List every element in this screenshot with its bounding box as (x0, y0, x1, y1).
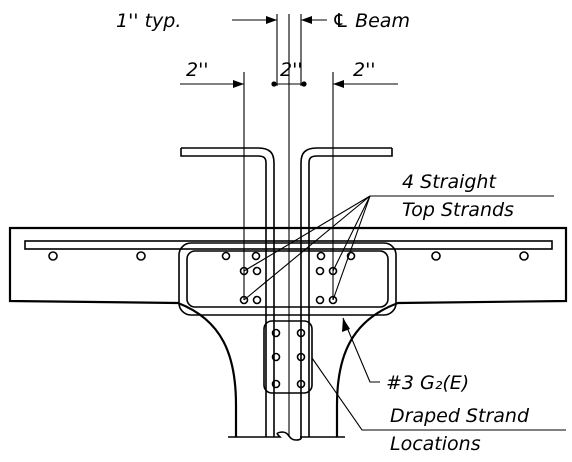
draped-strand (296, 379, 306, 389)
one-inch-typ-label: 1'' typ. (116, 10, 181, 32)
draped-strand (296, 352, 306, 362)
dim-two-inch (180, 80, 398, 88)
leader-straight-strands (243, 195, 554, 301)
straight-top-strand (239, 266, 249, 276)
leader-stirrup (342, 317, 380, 383)
strand (252, 266, 262, 276)
stirrup-label: #3 G₂(E) (386, 372, 469, 394)
leader-draped (311, 357, 566, 431)
dim-one-inch-typ (232, 14, 327, 86)
flange-strand (48, 251, 58, 261)
straight-strands-label-1: 4 Straight (402, 171, 497, 193)
draped-strand (271, 352, 281, 362)
straight-top-strand (328, 266, 338, 276)
draped-strand-box (263, 320, 313, 394)
flange-strands (48, 251, 529, 305)
strand (315, 266, 325, 276)
strand (315, 295, 325, 305)
strand (252, 295, 262, 305)
strand (221, 251, 231, 261)
break-line (228, 431, 345, 441)
cl-beam-label: ℄ Beam (332, 10, 410, 32)
draped-label-1: Draped Strand (390, 405, 530, 427)
strand (346, 251, 356, 261)
dim-right-label: 2'' (353, 59, 376, 81)
flange-strand (519, 251, 529, 261)
straight-top-strand (328, 295, 338, 305)
draped-label-2: Locations (390, 433, 481, 455)
draped-strand (271, 379, 281, 389)
draped-strand (271, 328, 281, 338)
stirrup-g2e (178, 242, 397, 316)
dim-center-label: 2'' (280, 59, 303, 81)
straight-strands-label-2: Top Strands (402, 199, 514, 221)
flange-strand (431, 251, 441, 261)
strand (251, 251, 261, 261)
strand (316, 251, 326, 261)
dim-left-label: 2'' (186, 59, 209, 81)
flange-strand (136, 251, 146, 261)
straight-top-strand (239, 295, 249, 305)
vertical-bars (180, 14, 393, 437)
draped-strand (296, 328, 306, 338)
